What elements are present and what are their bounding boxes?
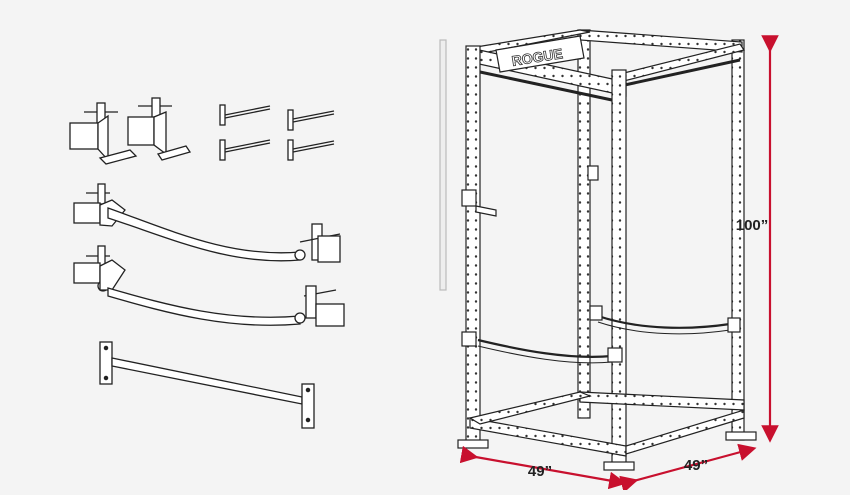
j-cup-pair-icon xyxy=(69,97,192,165)
strap-safety-lower-icon xyxy=(73,245,345,327)
width-dimension-label: 49” xyxy=(528,463,552,480)
safety-pin-set-icon xyxy=(219,104,335,161)
height-dimension-label: 100” xyxy=(736,217,769,234)
width-dimension xyxy=(459,445,627,490)
depth-dimension xyxy=(619,443,757,493)
strap-safety-upper-icon xyxy=(73,183,341,263)
pull-up-bar-icon xyxy=(99,341,315,429)
power-rack-illustration xyxy=(439,29,757,471)
depth-dimension-label: 49” xyxy=(684,457,708,474)
